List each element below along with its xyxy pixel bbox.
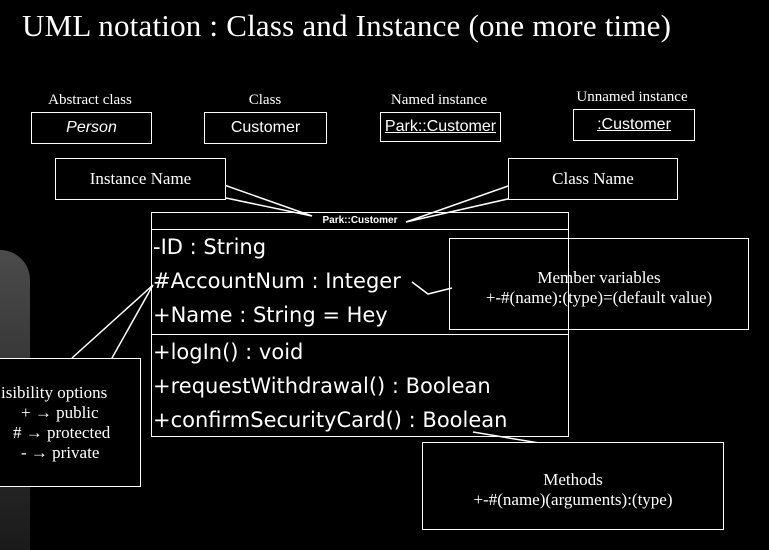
instance-name-callout: Instance Name	[55, 158, 226, 200]
visibility-title: isibility options	[1, 382, 108, 402]
named-instance-box: Park::Customer	[380, 112, 501, 142]
abstract-class-box: Person	[31, 112, 152, 144]
named-instance-label: Named instance	[390, 92, 488, 108]
unnamed-instance-label: Unnamed instance	[576, 89, 688, 105]
attribute-accountnum: #AccountNum : Integer	[153, 269, 401, 293]
member-variables-pointer	[411, 281, 453, 295]
class-name-text: Class Name	[552, 169, 634, 188]
class-name-callout: Class Name	[508, 158, 678, 200]
attribute-id: -ID : String	[153, 235, 267, 259]
method-login: +logIn() : void	[153, 340, 304, 364]
visibility-protected: # → protected	[13, 422, 111, 442]
methods-text: +-#(name)(arguments):(type)	[473, 490, 673, 509]
member-variables-text: +-#(name):(type)=(default value)	[485, 288, 713, 307]
uml-header: Park::Customer	[152, 213, 568, 230]
class-name-pointer	[405, 179, 526, 223]
class-label: Class	[248, 92, 282, 108]
instance-name-pointer	[209, 179, 313, 217]
visibility-private: - → private	[21, 442, 100, 462]
slide-title: UML notation : Class and Instance (one m…	[22, 8, 672, 43]
method-requestwithdrawal: +requestWithdrawal() : Boolean	[153, 374, 491, 398]
visibility-pointer	[71, 284, 154, 359]
uml-class-box: Park::Customer -ID : String #AccountNum …	[151, 212, 569, 437]
visibility-public: + → public	[21, 402, 99, 422]
unnamed-instance-box: :Customer	[573, 109, 695, 141]
abstract-class-label: Abstract class	[48, 92, 132, 108]
uml-methods: +logIn() : void +requestWithdrawal() : B…	[152, 335, 568, 437]
visibility-callout: isibility options + → public # → protect…	[0, 358, 141, 487]
class-box: Customer	[204, 112, 327, 144]
methods-title: Methods	[543, 470, 603, 489]
member-variables-title: Member variables	[537, 268, 661, 287]
method-confirmsecuritycard: +confirmSecurityCard() : Boolean	[153, 408, 508, 432]
instance-name-text: Instance Name	[89, 169, 192, 188]
attribute-name: +Name : String = Hey	[153, 303, 388, 327]
uml-attributes: -ID : String #AccountNum : Integer +Name…	[152, 230, 568, 335]
member-variables-callout: Member variables +-#(name):(type)=(defau…	[449, 238, 749, 330]
methods-callout: Methods +-#(name)(arguments):(type)	[422, 442, 724, 530]
